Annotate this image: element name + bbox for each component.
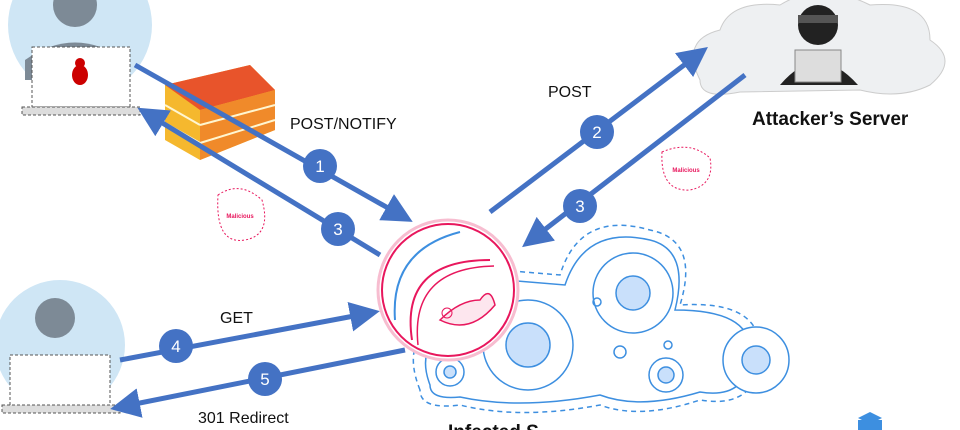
step-5: 5 [260, 370, 269, 389]
malicious-label-left: Malicious [226, 214, 254, 220]
malware-sphere-icon [376, 218, 520, 362]
label-301-redirect: 301 Redirect [198, 410, 289, 427]
arrow-post-notify [133, 62, 413, 222]
label-post-notify: POST/NOTIFY [290, 116, 397, 133]
user-icon [0, 280, 125, 414]
step-3-right: 3 [575, 197, 584, 216]
step-2: 2 [592, 123, 601, 142]
label-attackers-server: Attacker’s Server [752, 109, 909, 130]
malicious-tag-right [661, 146, 712, 191]
malicious-tag-left [217, 188, 266, 241]
label-post: POST [548, 84, 592, 101]
attacker-server-cloud-icon [692, 0, 946, 95]
label-get: GET [220, 310, 253, 327]
step-1: 1 [315, 157, 324, 176]
step-badges [159, 115, 614, 396]
cube-logo-icon [858, 412, 882, 430]
malicious-label-right: Malicious [672, 168, 700, 174]
step-3-left: 3 [333, 220, 342, 239]
infected-user-icon [8, 0, 152, 116]
step-4: 4 [171, 337, 180, 356]
label-infected-server: Infected S [448, 422, 539, 430]
